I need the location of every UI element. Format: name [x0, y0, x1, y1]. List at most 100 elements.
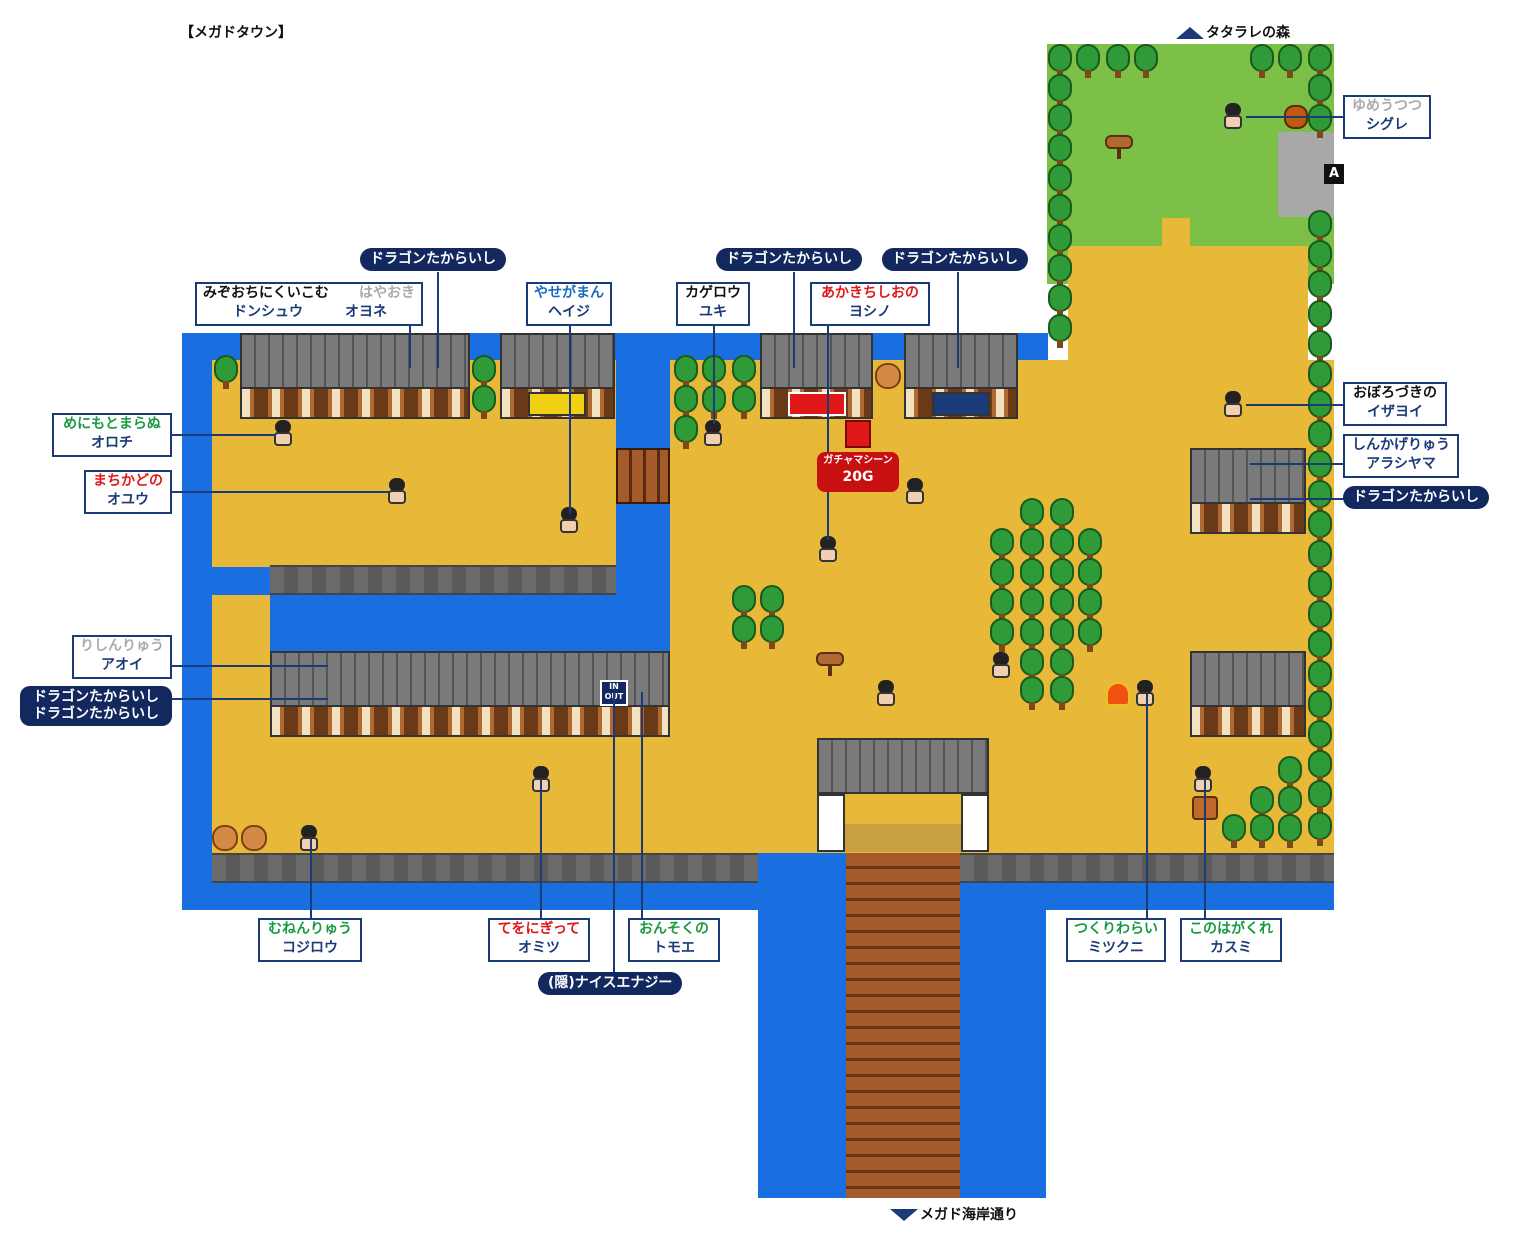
- tree: [1020, 676, 1044, 710]
- npc-label-donshuu-oyone: みぞおちにくいこむ はやおき ドンシュウ オヨネ: [195, 282, 423, 326]
- signpost[interactable]: [816, 652, 844, 676]
- item-dragon-stone-line-2: ドラゴンたからいし: [33, 706, 159, 722]
- tree: [1050, 528, 1074, 562]
- npc-sprite-heiji[interactable]: [558, 507, 580, 533]
- tree: [1078, 618, 1102, 652]
- tree: [1078, 558, 1102, 592]
- npc-sprite-izayoi[interactable]: [1222, 391, 1244, 417]
- tree: [1308, 600, 1332, 634]
- signpost[interactable]: [1105, 135, 1133, 159]
- tree: [1050, 588, 1074, 622]
- exit-north[interactable]: タタラレの森: [1176, 22, 1290, 42]
- tree: [1308, 360, 1332, 394]
- npc-label-arashiyama: しんかげりゅう アラシヤマ: [1343, 434, 1459, 478]
- npc-label-yoshino: あかきちしおの ヨシノ: [810, 282, 930, 326]
- npc-name-oyone: オヨネ: [345, 304, 387, 320]
- npc-label-izayoi: おぼろづきの イザヨイ: [1343, 382, 1447, 426]
- item-dragon-stone-double[interactable]: ドラゴンたからいし ドラゴンたからいし: [20, 686, 172, 726]
- exit-south-label: メガド海岸通り: [920, 1207, 1018, 1223]
- pot[interactable]: [212, 825, 238, 851]
- tree: [1308, 690, 1332, 724]
- tree: [732, 385, 756, 419]
- tree: [732, 355, 756, 389]
- npc-sprite-kasumi[interactable]: [1192, 766, 1214, 792]
- tree: [1308, 480, 1332, 514]
- in-label: IN: [609, 682, 619, 691]
- house-1: [240, 333, 470, 419]
- npc-sprite-yuki[interactable]: [702, 420, 724, 446]
- tree: [1048, 254, 1072, 288]
- tree: [1308, 812, 1332, 846]
- bag-shop-sign: [528, 392, 586, 416]
- tree: [1278, 756, 1302, 790]
- campfire-icon: [1106, 682, 1130, 706]
- npc-label-heiji: やせがまん ヘイジ: [526, 282, 612, 326]
- tree: [214, 355, 238, 389]
- item-dragon-stone[interactable]: ドラゴンたからいし: [882, 248, 1028, 271]
- npc-sprite-oyuu[interactable]: [386, 478, 408, 504]
- npc-sprite-villager[interactable]: [875, 680, 897, 706]
- tree: [1308, 390, 1332, 424]
- npc-label-aoi: りしんりゅう アオイ: [72, 635, 172, 679]
- npc-sprite-orochi[interactable]: [272, 420, 294, 446]
- map-title: 【メガドタウン】: [180, 25, 292, 41]
- tree: [1278, 814, 1302, 848]
- log-bridge[interactable]: [616, 448, 670, 504]
- npc-title-heiji: やせがまん: [534, 285, 604, 301]
- wooden-pier[interactable]: [846, 853, 960, 1198]
- pot[interactable]: [875, 363, 901, 389]
- tree: [1308, 660, 1332, 694]
- item-dragon-stone[interactable]: ドラゴンたからいし: [716, 248, 862, 271]
- tree: [1250, 814, 1274, 848]
- tree: [1308, 240, 1332, 274]
- npc-sprite-villager[interactable]: [904, 478, 926, 504]
- tree: [1048, 194, 1072, 228]
- npc-name-omitsu: オミツ: [518, 940, 560, 956]
- npc-name-izayoi: イザヨイ: [1367, 404, 1423, 420]
- tree: [1020, 588, 1044, 622]
- npc-name-yuki: ユキ: [699, 304, 727, 320]
- tree: [674, 415, 698, 449]
- red-shop-sign: [788, 392, 846, 416]
- npc-name-donshuu: ドンシュウ: [233, 304, 303, 320]
- gacha-machine[interactable]: [845, 420, 871, 448]
- npc-label-yuki: カゲロウ ユキ: [676, 282, 750, 326]
- tree: [1222, 814, 1246, 848]
- npc-sprite-villager[interactable]: [990, 652, 1012, 678]
- house-east-2: [1190, 651, 1306, 737]
- marker-a: A: [1324, 164, 1344, 184]
- item-dragon-stone[interactable]: ドラゴンたからいし: [360, 248, 506, 271]
- item-hidden-nice-energy[interactable]: (隠)ナイスエナジー: [538, 972, 683, 995]
- npc-title-oyone: はやおき: [359, 285, 415, 301]
- pot[interactable]: [241, 825, 267, 851]
- npc-sprite-mitsukuni[interactable]: [1134, 680, 1156, 706]
- npc-name-arashiyama: アラシヤマ: [1366, 456, 1436, 472]
- tree: [1020, 648, 1044, 682]
- npc-title-kojirou: むねんりゅう: [268, 921, 352, 937]
- npc-title-yuki: カゲロウ: [685, 285, 741, 301]
- tree: [674, 385, 698, 419]
- npc-sprite-shigure[interactable]: [1222, 103, 1244, 129]
- tree: [1308, 300, 1332, 334]
- npc-sprite-yoshino[interactable]: [817, 536, 839, 562]
- npc-name-tomoe: トモエ: [653, 940, 695, 956]
- sand-south-strip: [212, 735, 1334, 853]
- tree: [990, 618, 1014, 652]
- tree: [732, 585, 756, 619]
- town-gate: [817, 738, 989, 852]
- tree: [1308, 104, 1332, 138]
- npc-title-aoi: りしんりゅう: [80, 638, 164, 654]
- item-dragon-stone-line-1: ドラゴンたからいし: [33, 689, 159, 705]
- tree: [1308, 74, 1332, 108]
- tree: [1308, 570, 1332, 604]
- npc-sprite-kojirou[interactable]: [298, 825, 320, 851]
- tree: [760, 585, 784, 619]
- exit-south[interactable]: メガド海岸通り: [890, 1204, 1018, 1224]
- tree: [1048, 314, 1072, 348]
- gacha-price-tag[interactable]: ガチャマシーン 20G: [817, 452, 899, 492]
- item-dragon-stone[interactable]: ドラゴンたからいし: [1343, 486, 1489, 509]
- sand-step-2: [1162, 218, 1190, 248]
- house-long: [270, 651, 670, 737]
- tree: [1078, 528, 1102, 562]
- gacha-label: ガチャマシーン: [823, 455, 893, 466]
